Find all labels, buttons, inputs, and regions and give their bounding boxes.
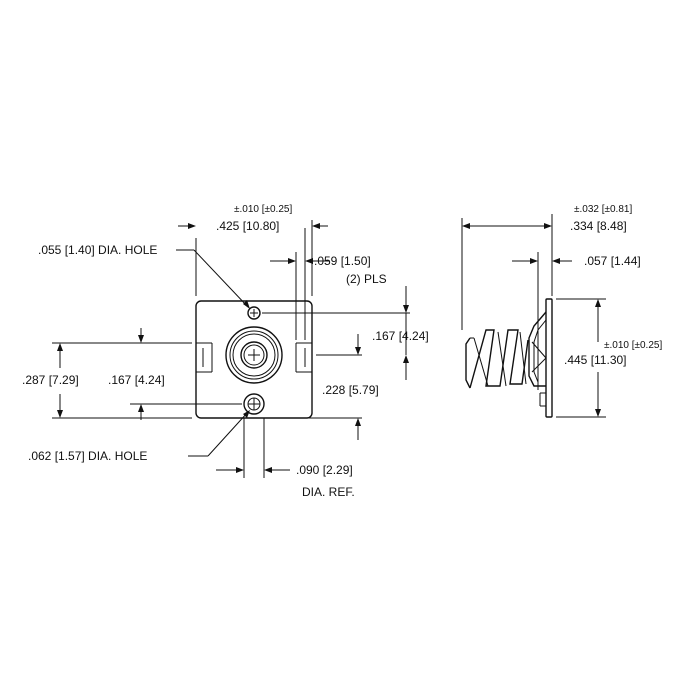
slot-height-label: .167 [4.24]: [108, 373, 165, 387]
coil-spring: [465, 329, 529, 389]
slot-width-label: .059 [1.50]: [314, 254, 371, 268]
width-dimension: [178, 220, 328, 296]
hole-offset-label: .228 [5.79]: [322, 383, 379, 397]
small-hole-label: .055 [1.40] DIA. HOLE: [38, 243, 157, 257]
thickness-dimension: [512, 252, 572, 390]
ref-diameter-dimension: [216, 418, 290, 478]
ref-dia-label: .090 [2.29]: [296, 463, 353, 477]
slot-width-dimension: [270, 228, 330, 340]
leader-lines: [176, 249, 250, 457]
slot-qty-label: (2) PLS: [346, 272, 387, 286]
ref-dia-note: DIA. REF.: [302, 485, 355, 499]
small-hole: [247, 306, 261, 320]
right-vertical-dimensions: [262, 286, 410, 440]
left-vertical-dimensions: [52, 328, 242, 420]
slot-offset-label: .167 [4.24]: [372, 329, 429, 343]
thickness-label: .057 [1.44]: [584, 254, 641, 268]
center-contact-button: [225, 326, 283, 384]
side-view: [461, 214, 606, 418]
contact-plate-outline: [195, 300, 313, 419]
height-dimension: [556, 298, 606, 418]
length-label: .334 [8.48]: [570, 219, 627, 233]
front-view: [52, 220, 410, 478]
side-button: [528, 311, 547, 387]
large-hole: [243, 393, 265, 415]
right-slot: [295, 342, 312, 373]
width-tolerance-label: ±.010 [±0.25]: [234, 204, 292, 215]
large-hole-label: .062 [1.57] DIA. HOLE: [28, 449, 147, 463]
overall-height-label: .287 [7.29]: [22, 373, 79, 387]
dimension-labels: ±.010 [±0.25] .425 [10.80] .055 [1.40] D…: [22, 204, 662, 499]
width-label: .425 [10.80]: [216, 219, 279, 233]
length-tolerance-label: ±.032 [±0.81]: [574, 204, 632, 215]
left-slot: [196, 342, 213, 373]
height-tolerance-label: ±.010 [±0.25]: [604, 340, 662, 351]
height-label: .445 [11.30]: [564, 353, 627, 367]
